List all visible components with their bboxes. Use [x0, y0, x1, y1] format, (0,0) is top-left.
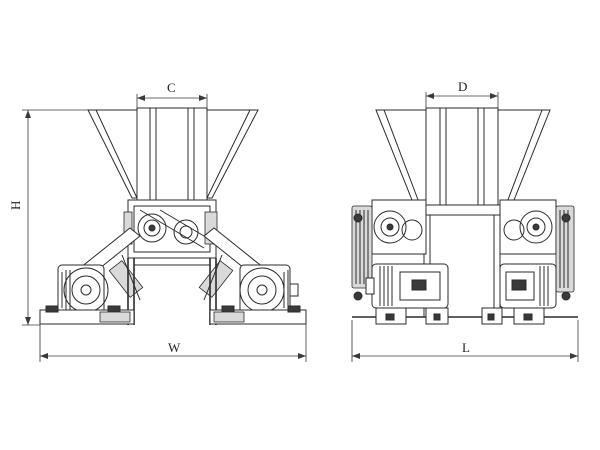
dimension-label-l: L — [462, 340, 470, 355]
dimension-c: C — [136, 80, 208, 108]
side-base — [352, 307, 578, 325]
front-gearbox — [123, 199, 218, 259]
front-motor-left — [57, 264, 109, 314]
side-motor-right — [499, 263, 557, 309]
dimension-l: L — [351, 320, 579, 362]
side-view: D L — [351, 79, 579, 362]
front-view: H C W — [8, 80, 307, 362]
side-motor-left — [365, 263, 449, 309]
dimension-d: D — [425, 79, 499, 108]
front-frame — [39, 258, 307, 325]
dimension-h: H — [8, 109, 88, 326]
side-hopper — [375, 107, 551, 209]
dimension-label-h: H — [8, 201, 23, 210]
side-gear-left — [351, 199, 427, 301]
dimension-label-w: W — [168, 340, 181, 355]
side-gear-right — [499, 199, 575, 301]
front-hopper — [87, 107, 259, 201]
dimension-label-d: D — [458, 79, 467, 94]
front-drive-shafts — [79, 227, 265, 301]
dimension-w: W — [39, 324, 307, 362]
front-motor-right — [239, 264, 299, 314]
dimension-label-c: C — [167, 80, 176, 95]
